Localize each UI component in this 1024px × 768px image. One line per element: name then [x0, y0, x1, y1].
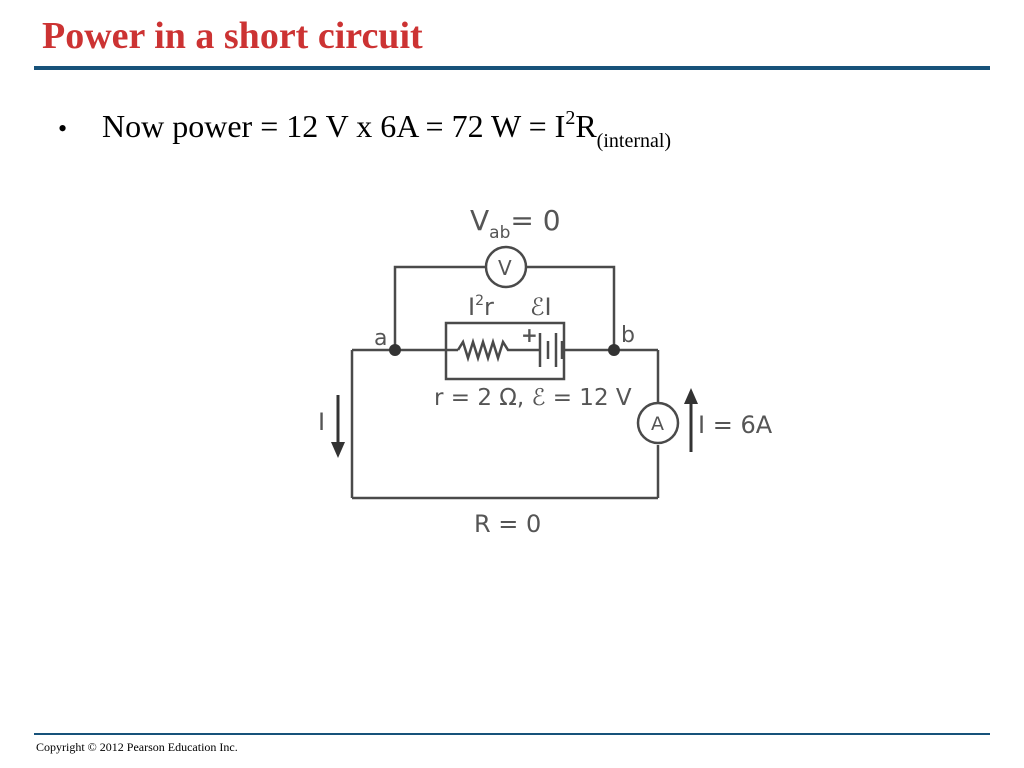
- bullet-text: Now power = 12 V x 6A = 72 W = I: [102, 108, 566, 144]
- voltmeter-icon: [484, 245, 528, 289]
- voltage-equals: = 0: [510, 204, 560, 237]
- left-current-arrow-icon: [331, 395, 345, 458]
- bullet-superscript: 2: [565, 107, 576, 129]
- node-b-dot: [608, 344, 620, 356]
- short-circuit-diagram: + V A a b Vab= 0 I2r ℰI r = 2 Ω, ℰ = 12 …: [318, 204, 773, 538]
- bullet-marker: •: [58, 114, 68, 143]
- battery-icon: [522, 333, 564, 367]
- node-a-dot: [389, 344, 401, 356]
- title-divider: [34, 66, 990, 70]
- emf-power-label: ℰI: [530, 293, 552, 321]
- voltage-symbol: V: [470, 204, 489, 237]
- battery-plus-label: +: [521, 323, 538, 347]
- ammeter-icon: [636, 401, 680, 445]
- ammeter-symbol: A: [651, 413, 664, 435]
- source-box: [444, 321, 566, 381]
- bullet-text-after: R: [575, 108, 597, 144]
- node-b-label: b: [621, 323, 635, 348]
- i2r-exponent: 2: [475, 293, 484, 309]
- i2r-label: I2r: [468, 293, 494, 321]
- copyright-footer: Copyright © 2012 Pearson Education Inc.: [36, 740, 238, 754]
- circuit-wires: [350, 265, 660, 500]
- slide-title: Power in a short circuit: [42, 15, 423, 57]
- i2r-base: I: [468, 293, 475, 321]
- left-current-label: I: [318, 408, 325, 436]
- footer-divider: [34, 733, 990, 735]
- i2r-tail: r: [484, 293, 494, 321]
- node-a-label: a: [374, 326, 387, 351]
- resistor-icon: [456, 337, 522, 363]
- internal-parameters-label: r = 2 Ω, ℰ = 12 V: [434, 385, 632, 411]
- voltage-subscript: ab: [489, 223, 510, 243]
- right-current-label: I = 6A: [698, 411, 773, 439]
- bullet-subscript: (internal): [596, 130, 672, 152]
- voltage-label: Vab= 0: [470, 204, 561, 243]
- right-current-arrow-icon: [684, 388, 698, 452]
- voltmeter-symbol: V: [498, 256, 512, 280]
- load-resistance-label: R = 0: [474, 510, 541, 538]
